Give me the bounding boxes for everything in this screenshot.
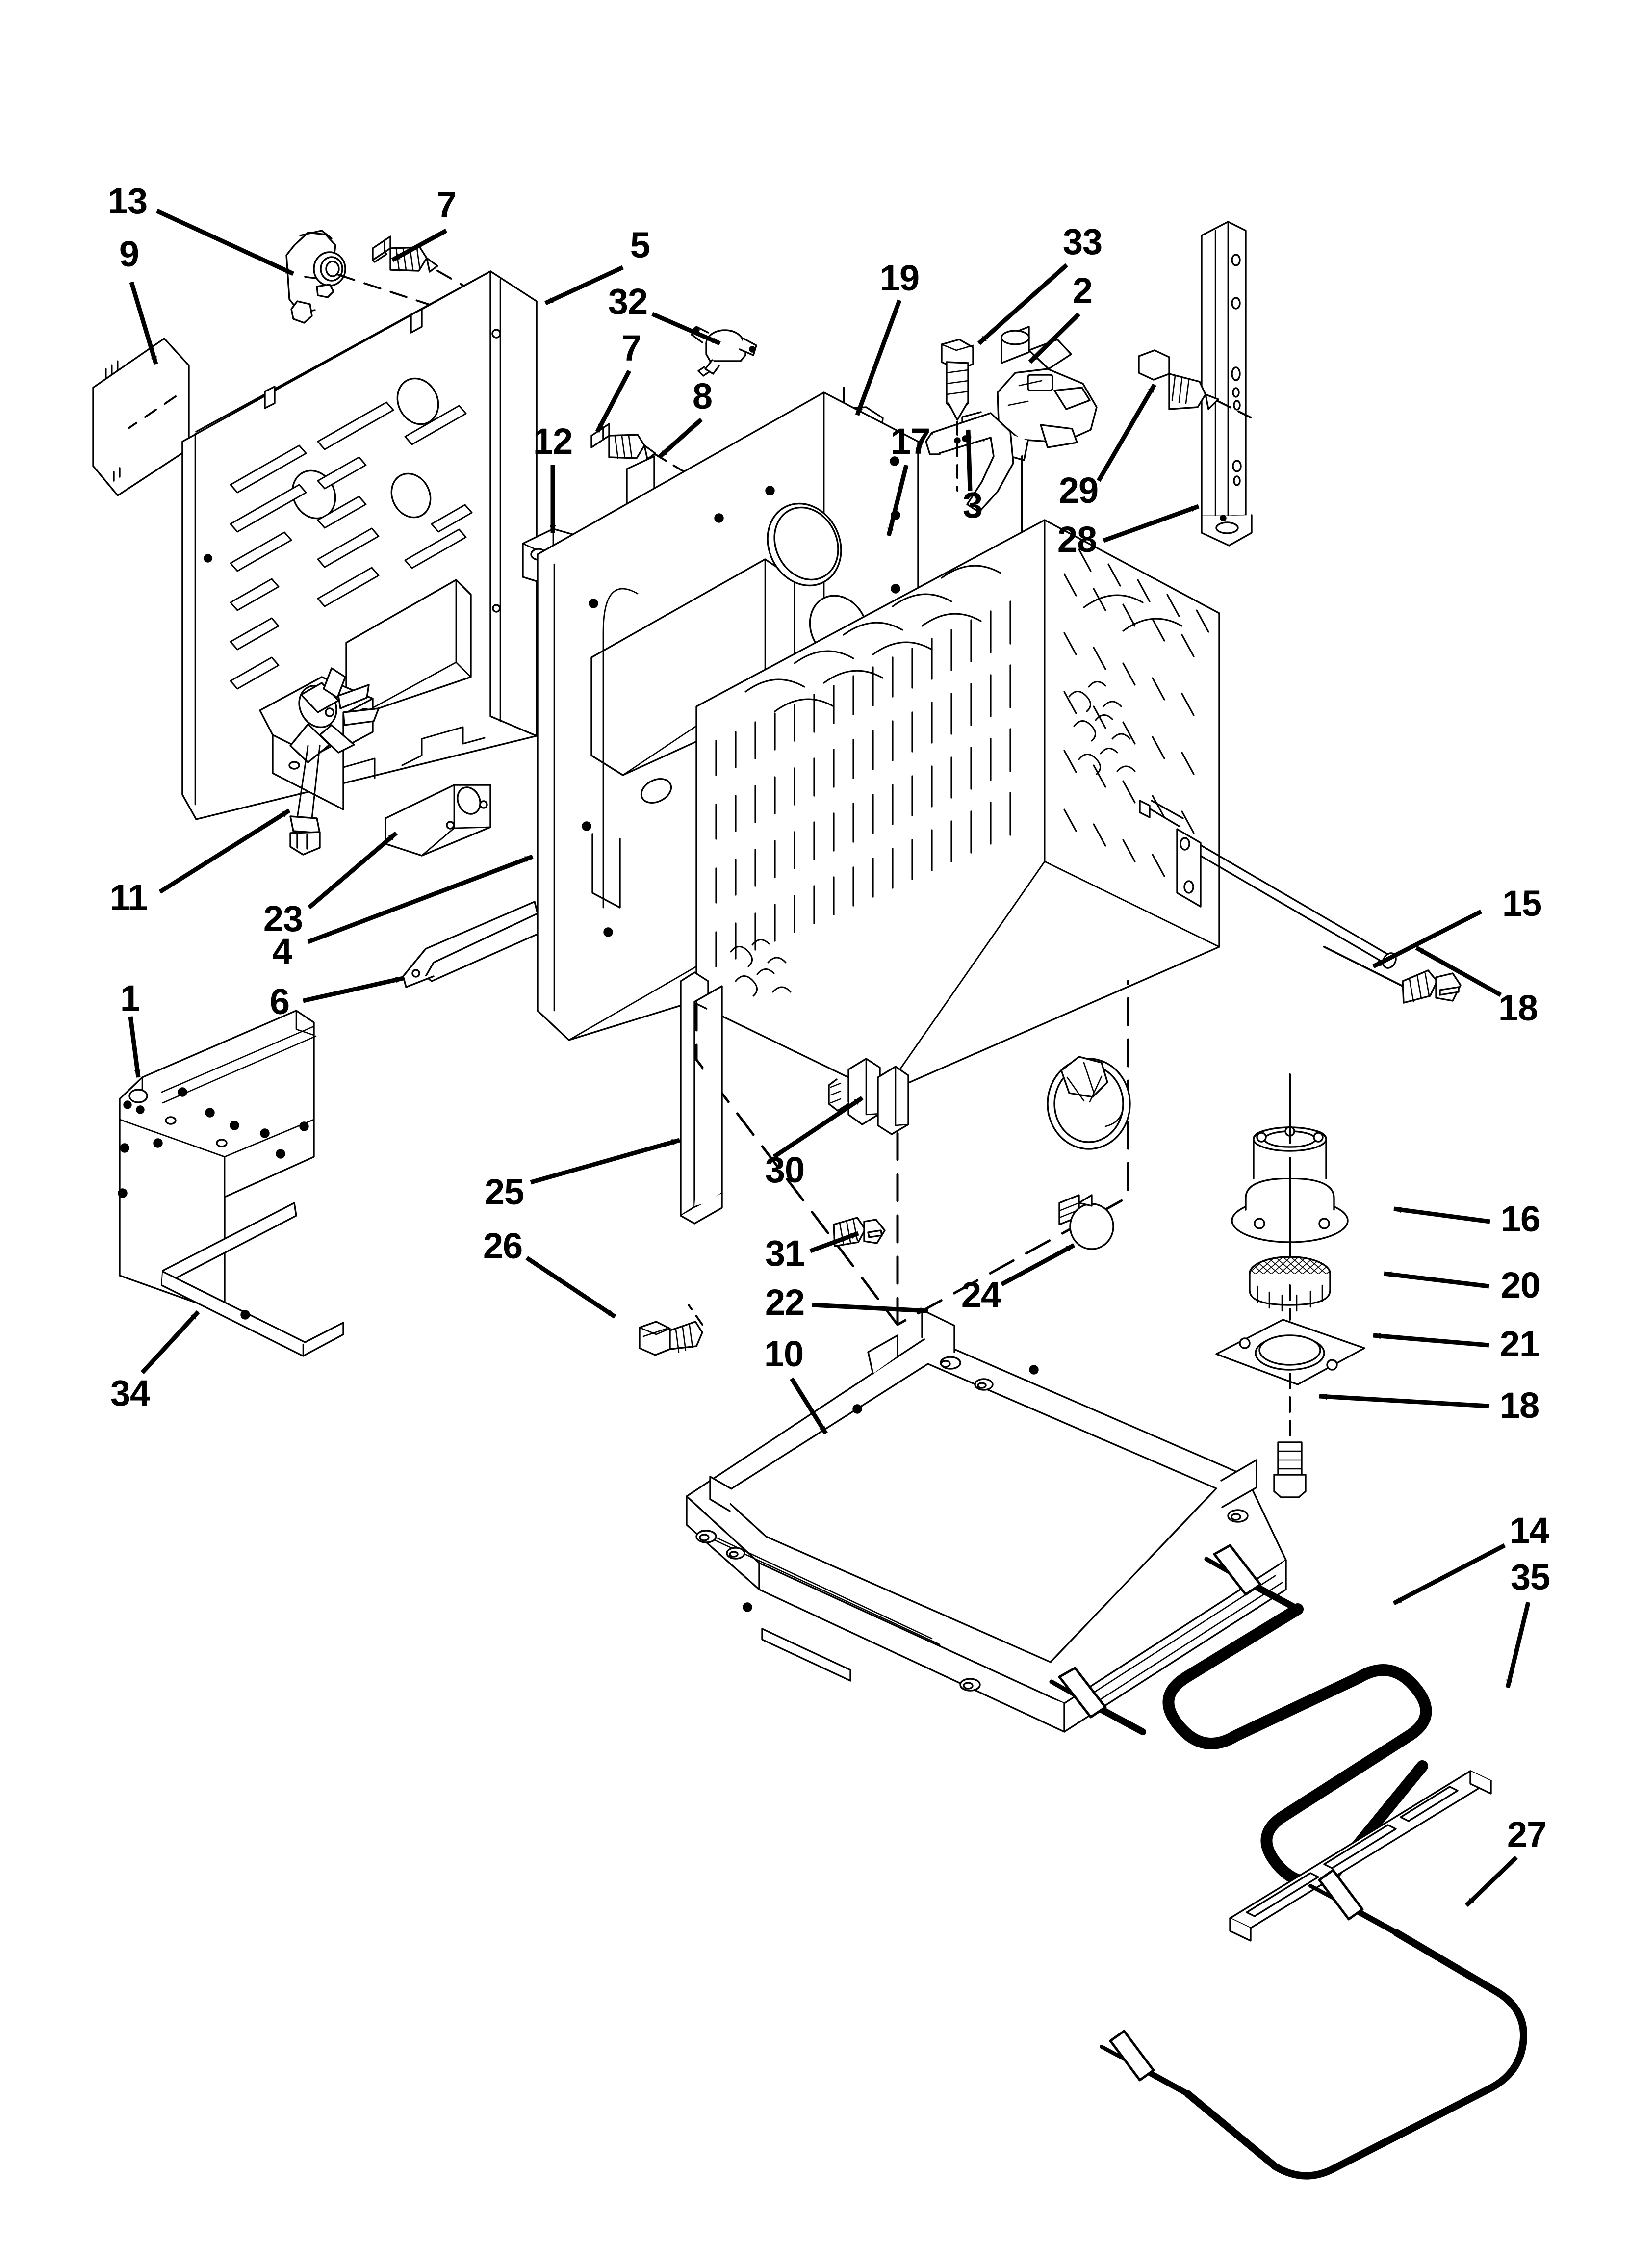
- callout-8-mounting-bracket: 8: [692, 376, 713, 417]
- callout-33-screw-valve-mount: 33: [1062, 221, 1103, 262]
- callout-4-rear-trim-channel: 4: [272, 931, 292, 972]
- callout-29-screw-side-rail: 29: [1058, 470, 1099, 511]
- callout-15-oven-rack-support-rod: 15: [1502, 883, 1542, 924]
- part-broil-heating-element: [1162, 1603, 1432, 1888]
- callout-31-screw-slotted-hex: 31: [765, 1233, 805, 1274]
- callout-9-access-cover-plate: 9: [119, 234, 139, 274]
- callout-6-side-trim-bracket: 6: [269, 981, 290, 1022]
- callout-30-door-hinge-receiver: 30: [765, 1149, 805, 1190]
- callout-35-element-support-rail: 35: [1510, 1557, 1550, 1597]
- part-toe-kick-panel: [161, 1202, 344, 1357]
- callout-28-side-rail-support: 28: [1057, 519, 1097, 560]
- part-element-support-rail: [1229, 1770, 1492, 1942]
- part-convection-motor: [1047, 1056, 1131, 1150]
- callout-18-screw-hex-head: 18: [1498, 988, 1538, 1028]
- part-screw-18-upper: [1402, 969, 1462, 1004]
- callout-12-terminal-block: 12: [533, 421, 573, 462]
- part-vertical-corner-post: [680, 971, 723, 1225]
- callout-25-vertical-corner-post: 25: [484, 1172, 524, 1212]
- part-bake-heating-element: [1184, 1929, 1528, 2180]
- part-broil-element-terminals: [1049, 1544, 1301, 1735]
- part-oven-light-socket: [285, 230, 346, 324]
- callout-23-wire-harness-connector: 23: [263, 898, 303, 939]
- callout-27-bake-heating-element: 27: [1507, 1814, 1547, 1855]
- callout-21-burner-gasket-plate: 21: [1499, 1324, 1539, 1364]
- part-burner-stack: [1215, 1073, 1365, 1438]
- callout-16-burner-mounting-flange: 16: [1500, 1199, 1540, 1239]
- part-gas-safety-valve: [961, 326, 1098, 461]
- callout-24-oven-light-bulb: 24: [961, 1275, 1001, 1315]
- callout-10-oven-bottom-panel: 10: [764, 1333, 804, 1374]
- part-door-hinge-receiver: [828, 1058, 909, 1135]
- part-oven-cavity-insulated: [695, 519, 1220, 1326]
- part-screw-29: [1138, 349, 1219, 410]
- callout-11-cooling-blower-motor: 11: [109, 877, 148, 918]
- callout-3-valve-mounting-bracket: 3: [962, 485, 983, 525]
- part-cooling-blower-motor: [259, 667, 380, 856]
- part-screw-26: [639, 1321, 703, 1356]
- callout-18-screw-hex-head: 18: [1499, 1385, 1539, 1426]
- part-oven-bottom-panel: [686, 1309, 1287, 1733]
- part-side-rail-support: [1201, 221, 1253, 547]
- part-lower-front-panel: [118, 1010, 317, 1314]
- part-rear-chassis-panel: [181, 270, 538, 820]
- part-screw-7-top: [372, 235, 438, 273]
- part-screw-33: [941, 339, 974, 421]
- callout-14-broil-heating-element: 14: [1509, 1510, 1549, 1551]
- part-screw-18-lower: [1273, 1441, 1307, 1498]
- part-access-cover-plate: [92, 338, 190, 496]
- callout-34-toe-kick-panel: 34: [110, 1373, 150, 1413]
- callout-32-thermal-limiter-switch: 32: [608, 281, 648, 322]
- part-side-trim-bracket: [402, 901, 539, 988]
- part-screw-7-mid: [590, 423, 656, 460]
- part-rack-support-rod: [1139, 800, 1397, 969]
- callout-19-vent-tube-grommet: 19: [879, 258, 920, 298]
- callout-7-screw: 7: [621, 328, 641, 368]
- callout-1-lower-front-panel: 1: [120, 978, 140, 1018]
- callout-17-oven-vent-tube: 17: [890, 421, 930, 462]
- part-bake-element-terminals: [1100, 1869, 1400, 2097]
- part-oven-light-bulb: [1058, 1194, 1114, 1250]
- part-heat-shield-bracket: [385, 784, 491, 857]
- callout-5-rear-chassis-panel: 5: [630, 225, 650, 265]
- callout-22-assembly-boundary-indicator: 22: [765, 1282, 805, 1323]
- callout-7-screw: 7: [436, 184, 457, 225]
- callout-20-burner-diffuser-screen: 20: [1500, 1265, 1540, 1305]
- callout-13-oven-light-socket-assembly: 13: [107, 181, 148, 221]
- callout-2-gas-safety-valve: 2: [1072, 270, 1093, 311]
- callout-26-screw: 26: [483, 1225, 523, 1266]
- callout-leaders: [128, 209, 1531, 1907]
